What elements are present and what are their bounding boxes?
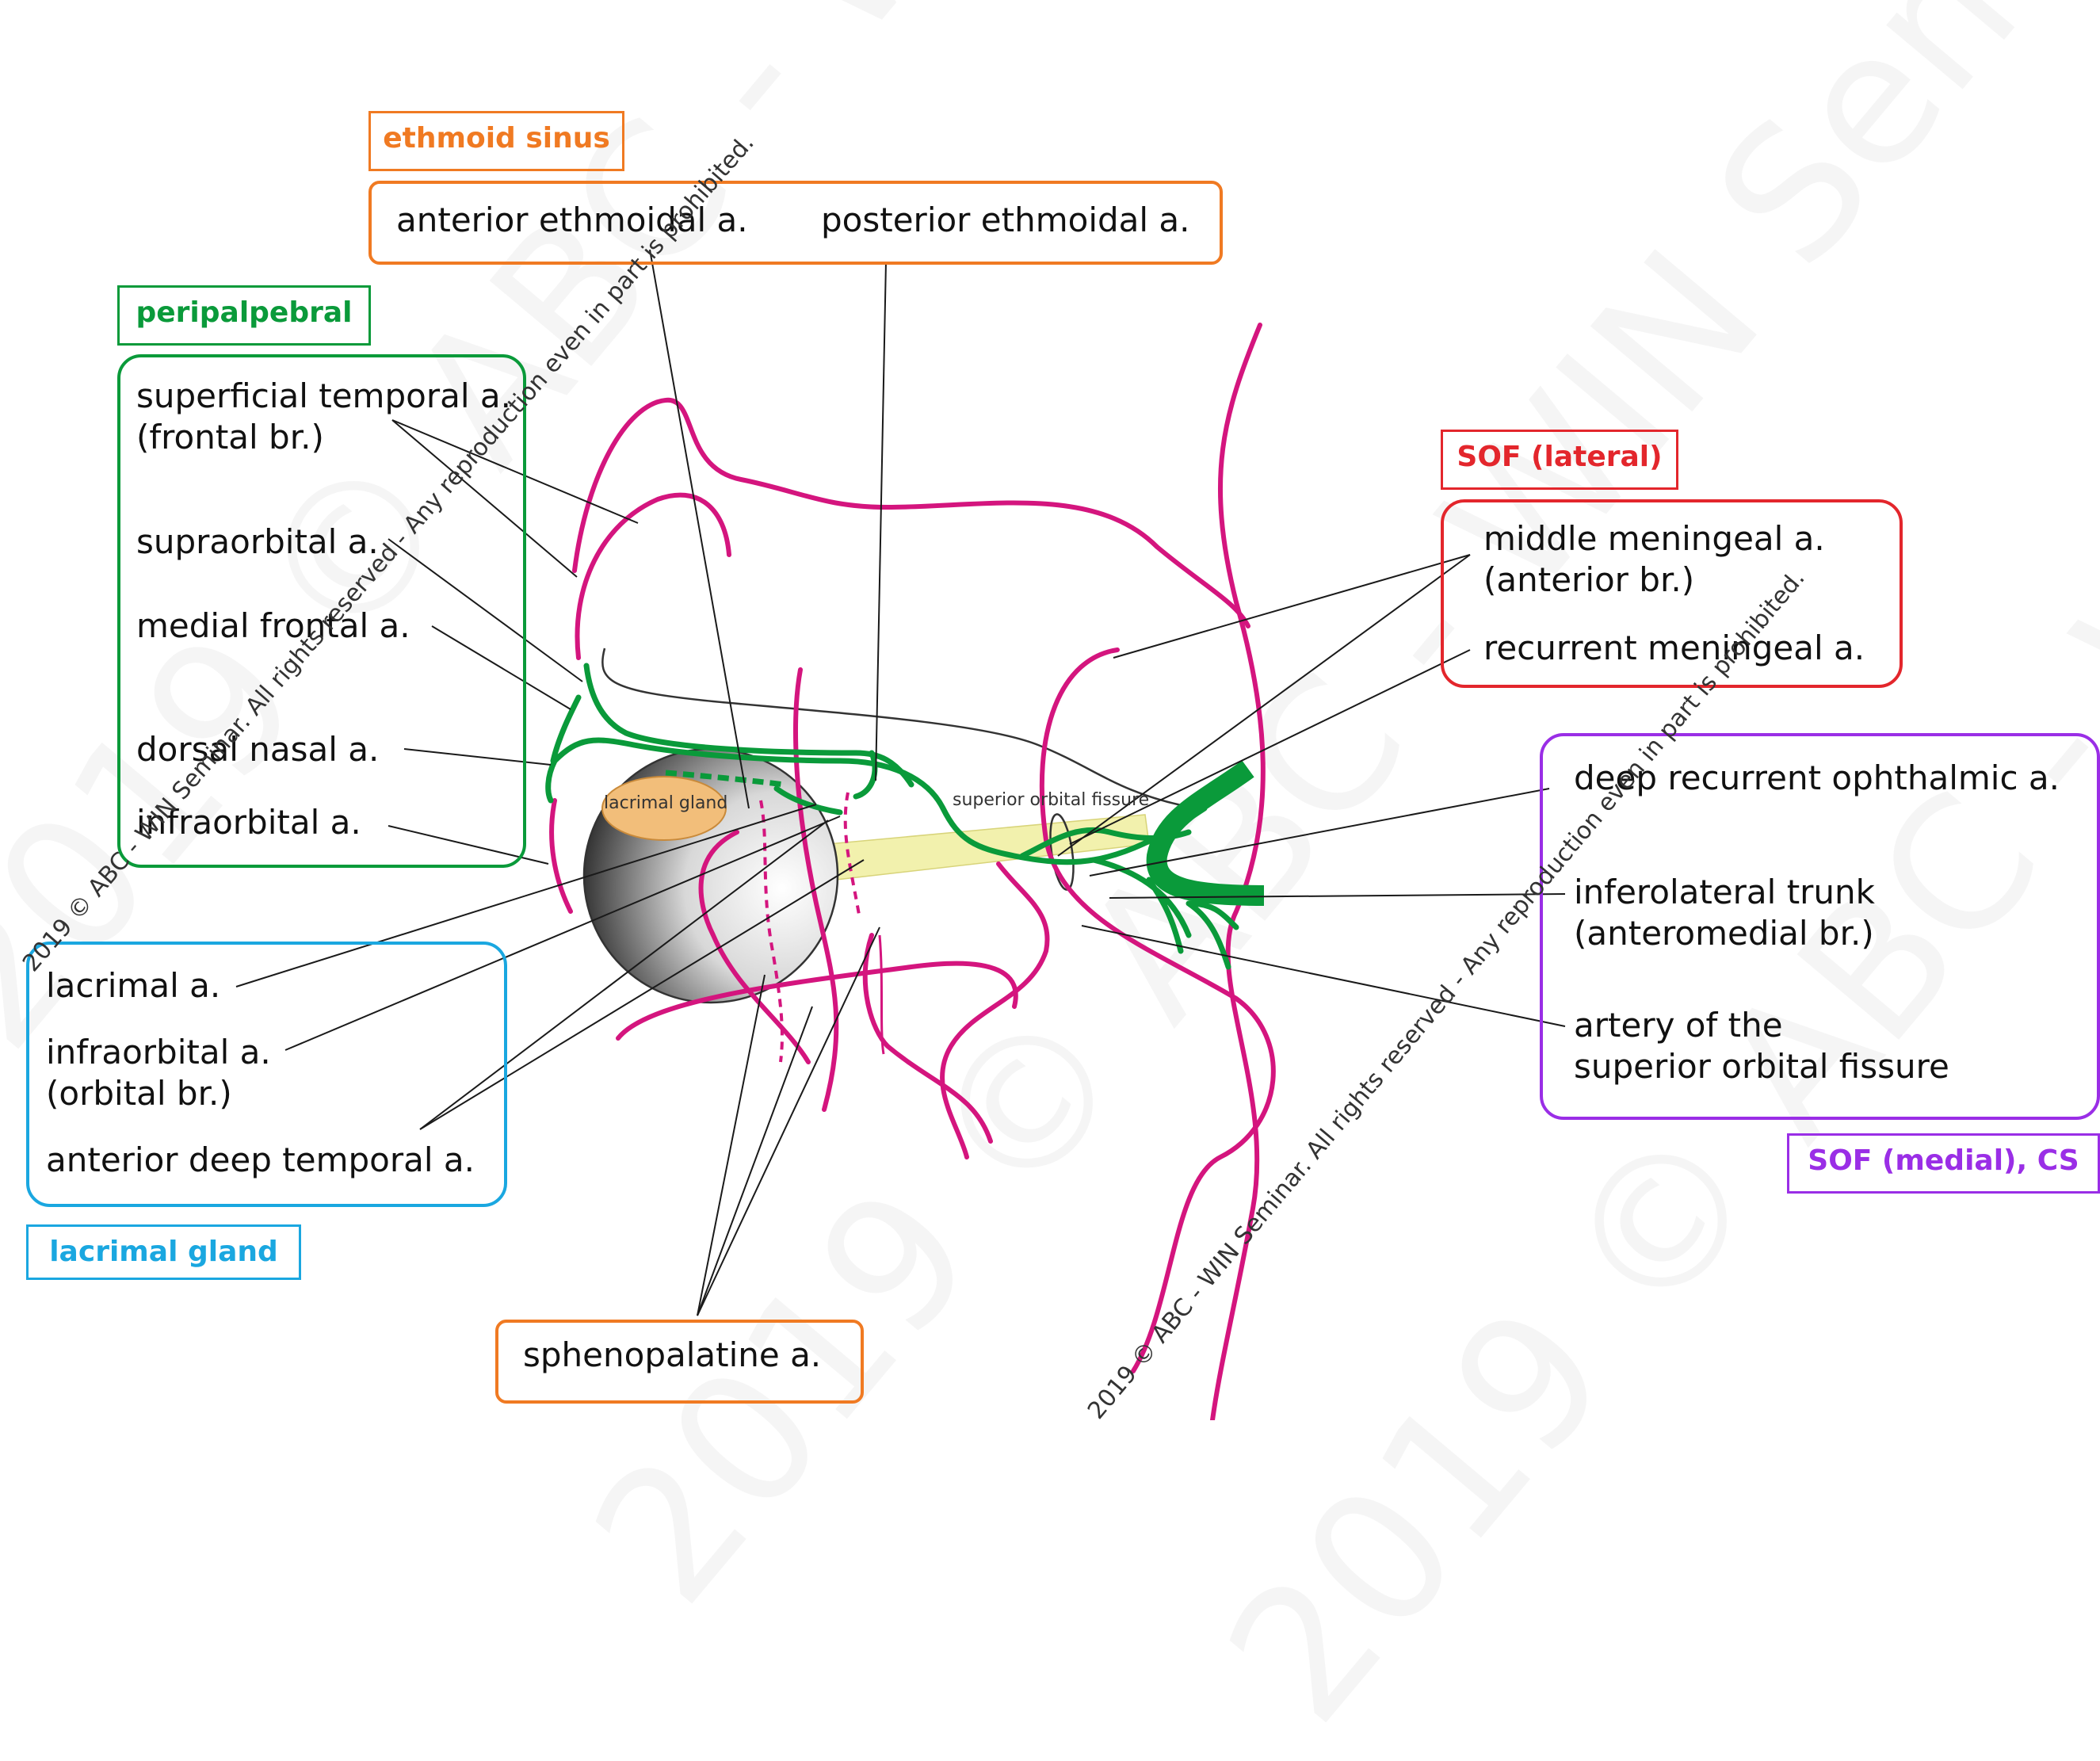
artery-infraorbital-lower [616, 961, 1018, 1041]
leader-superficial-temporal-1 [391, 419, 639, 524]
artery-lower-loop [862, 933, 993, 1144]
label-anterior-branch: (anterior br.) [1483, 560, 1695, 599]
sof-lateral-tag: SOF (lateral) [1441, 430, 1678, 490]
artery-ophthalmic-upper [583, 663, 914, 788]
ethmoid-sinus-tag: ethmoid sinus [368, 111, 624, 171]
lacrimal-gland-title: lacrimal gland [49, 1236, 278, 1268]
label-middle-meningeal: middle meningeal a. [1483, 519, 1825, 558]
leader-lacrimal [235, 804, 817, 987]
lacrimal-group-box [26, 942, 507, 1207]
leader-supraorbital [388, 538, 583, 682]
peripalpebral-group-box [117, 354, 526, 868]
leader-middle-meningeal-1 [1113, 554, 1471, 659]
label-orbital-branch: (orbital br.) [46, 1074, 232, 1113]
sof-label: superior orbital fissure [953, 790, 1150, 810]
leader-dorsal-nasal [403, 748, 552, 766]
sof-medial-title: SOF (medial), CS [1808, 1144, 2079, 1177]
leader-posterior-ethmoidal [875, 261, 887, 781]
artery-middle-meningeal [1039, 647, 1276, 1373]
orbit-artery-drawing [235, 249, 1566, 1420]
label-infraorbital: infraorbital a. [136, 803, 361, 842]
leader-ilt [1109, 893, 1566, 899]
artery-deep-dashed-2 [843, 792, 861, 920]
label-dorsal-nasal: dorsal nasal a. [136, 730, 380, 769]
label-sphenopalatine: sphenopalatine a. [523, 1335, 822, 1374]
leader-medial-frontal [431, 625, 571, 710]
artery-sphenopalatine-2 [940, 861, 1050, 1159]
leader-anterior-deep-temporal-2 [419, 859, 865, 1130]
artery-supratrochlear-dashed [665, 770, 785, 788]
leader-anterior-deep-temporal-1 [419, 819, 829, 1130]
leader-sphenopalatine-3 [697, 926, 880, 1316]
label-anterior-ethmoidal: anterior ethmoidal a. [396, 201, 748, 239]
label-superior-orbital-fissure: superior orbital fissure [1574, 1047, 1949, 1086]
carotid-siphon [1146, 760, 1265, 906]
leader-sphenopalatine-1 [697, 974, 766, 1316]
label-posterior-ethmoidal: posterior ethmoidal a. [821, 201, 1190, 239]
label-frontal-branch: (frontal br.) [136, 418, 324, 456]
peripalpebral-tag: peripalpebral [117, 285, 371, 346]
lacrimal-gland-shape [601, 776, 727, 841]
lacrimal-gland-label: lacrimal gland [604, 793, 728, 813]
label-anterior-deep-temporal: anterior deep temporal a. [46, 1140, 475, 1179]
artery-thin-vertical [878, 934, 885, 1055]
artery-infraorbital-stub [549, 798, 573, 914]
orbit-roof-outline [601, 647, 1189, 808]
label-deep-recurrent-ophthalmic: deep recurrent ophthalmic a. [1574, 758, 2060, 797]
artery-supraorbital-loop [575, 492, 731, 660]
sof-medial-group-box [1540, 733, 2100, 1120]
artery-lacrimal-green [773, 785, 843, 816]
artery-ilt-branch [1090, 857, 1239, 970]
sof-lateral-title: SOF (lateral) [1457, 441, 1663, 473]
artery-posterior-ethmoidal-green [853, 750, 878, 800]
leader-infraorbital-orbital [284, 816, 841, 1051]
sof-lateral-group-box [1441, 499, 1903, 688]
leader-middle-meningeal-2 [1057, 554, 1471, 857]
lacrimal-gland-tag: lacrimal gland [26, 1224, 301, 1280]
sphenopalatine-box [495, 1320, 864, 1404]
label-anteromedial-branch: (anteromedial br.) [1574, 914, 1874, 953]
artery-deep-dashed-1 [759, 800, 784, 1063]
label-recurrent-meningeal: recurrent meningeal a. [1483, 628, 1865, 667]
peripalpebral-title: peripalpebral [136, 296, 353, 329]
leader-sphenopalatine-2 [697, 1006, 813, 1316]
label-supraorbital: supraorbital a. [136, 522, 379, 561]
label-inferolateral-trunk: inferolateral trunk [1574, 873, 1875, 911]
artery-dorsal-nasal-green [545, 758, 558, 804]
leader-deep-recurrent [1089, 788, 1550, 877]
ethmoid-group-box [368, 181, 1223, 265]
artery-superficial-temporal [572, 397, 1250, 628]
label-superficial-temporal: superficial temporal a. [136, 376, 511, 415]
leader-sof-artery [1081, 925, 1566, 1027]
label-artery-of-the: artery of the [1574, 1006, 1783, 1045]
label-lacrimal-artery: lacrimal a. [46, 966, 221, 1005]
label-medial-frontal: medial frontal a. [136, 606, 410, 645]
leader-superficial-temporal-2 [391, 419, 578, 578]
label-infraorbital-orbital: infraorbital a. [46, 1033, 271, 1071]
leader-recurrent-meningeal [1069, 649, 1471, 845]
sof-medial-tag: SOF (medial), CS [1787, 1133, 2100, 1194]
ethmoid-sinus-title: ethmoid sinus [383, 122, 610, 155]
artery-medial-frontal-green [550, 694, 582, 764]
artery-sphenopalatine-1 [793, 667, 839, 1112]
leader-anterior-ethmoidal [649, 249, 750, 809]
